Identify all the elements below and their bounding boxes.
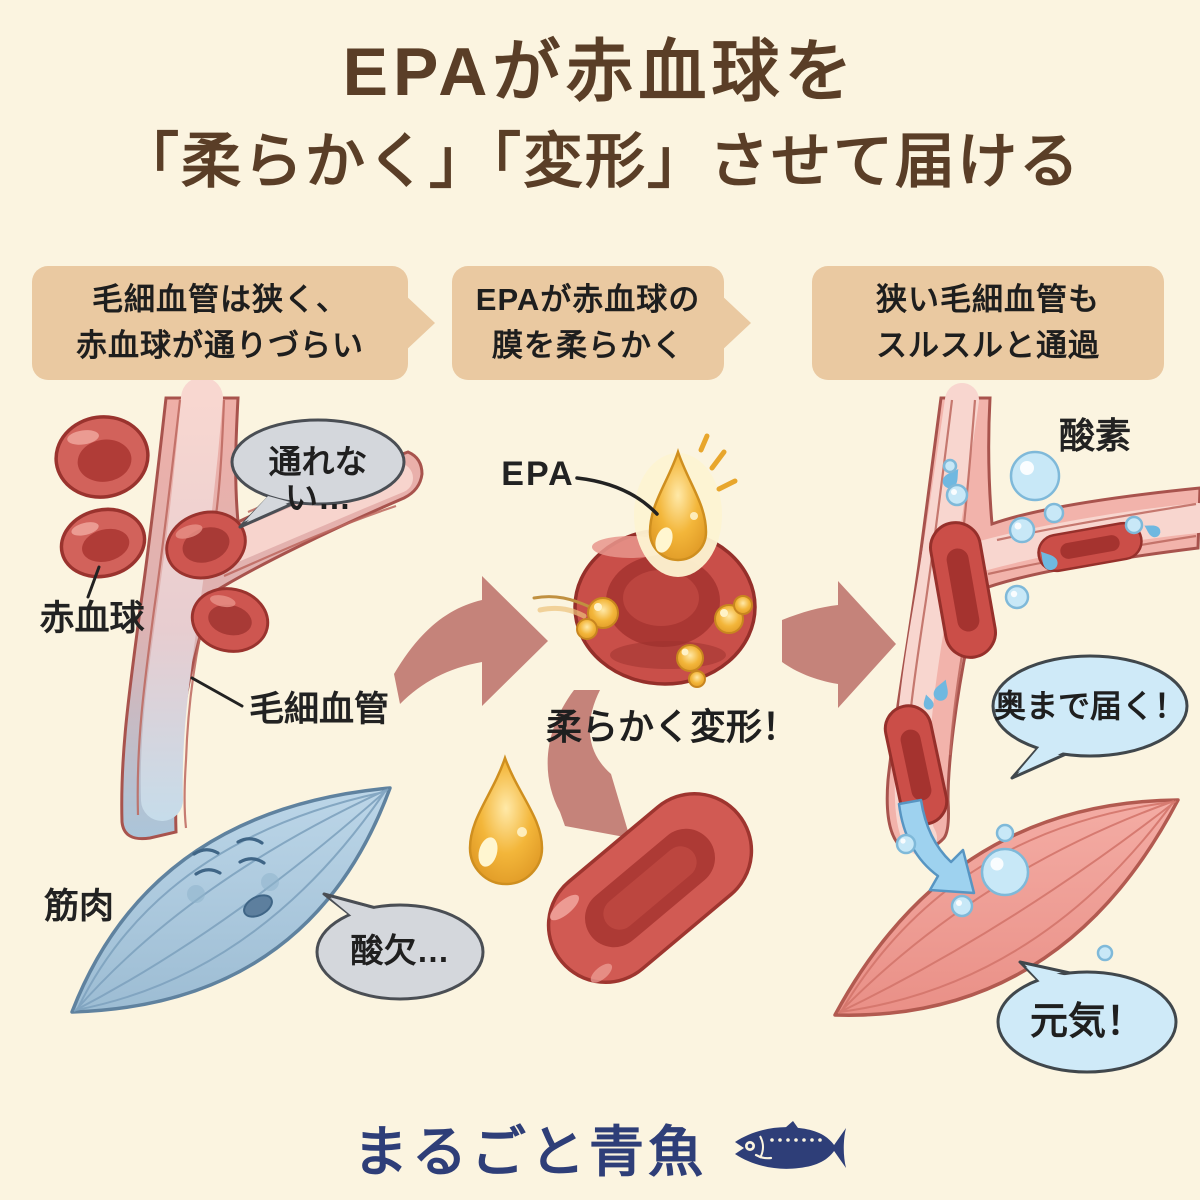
- epa-droplet-2: [468, 754, 544, 886]
- flow-arrow-down: [547, 690, 630, 838]
- sparkle-icon: [698, 433, 738, 492]
- stuck-red-blood-cell-2: [190, 587, 270, 653]
- bubble-text-cannot-pass: 通れない…: [268, 443, 368, 517]
- bubble-text-genki: 元気！: [1029, 1001, 1144, 1043]
- label-muscle: 筋肉: [43, 887, 114, 926]
- red-blood-cell-bottom: [59, 507, 147, 579]
- footer-brand: まるごと青魚: [0, 1104, 1200, 1190]
- bubble-text-reach-deep: 奥まで届く！: [993, 688, 1186, 724]
- gliding-cell-2: [1037, 521, 1143, 573]
- flow-arrow-1: [394, 576, 548, 706]
- speech-bubble-reach-deep: [991, 654, 1189, 780]
- title-line-1: EPAが赤血球を: [342, 34, 858, 110]
- flow-arrow-2: [782, 581, 896, 708]
- step-3-line-2: スルスルと通過: [876, 328, 1100, 363]
- label-oxygen: 酸素: [1058, 415, 1131, 456]
- muscle-hypoxic: [70, 786, 392, 1014]
- speech-bubble-hypoxia: [315, 892, 485, 1001]
- step-2-line-2: 膜を柔らかく: [492, 328, 684, 363]
- step-3-line-1: 狭い毛細血管も: [876, 281, 1100, 317]
- oxygen-bubbles: [895, 450, 1144, 962]
- label-epa: EPA: [501, 455, 575, 493]
- step-banner-2: EPAが赤血球の 膜を柔らかく: [452, 266, 724, 380]
- page-title: EPAが赤血球を 「柔らかく」「変形」させて届ける: [0, 38, 1200, 192]
- fish-icon: [735, 1121, 846, 1169]
- capillary-pointer-line: [190, 676, 244, 708]
- speech-bubble-cannot-pass: [230, 418, 406, 529]
- rbc-pointer-line: [86, 565, 101, 599]
- step-1-line-2: 赤血球が通りづらい: [76, 328, 364, 363]
- gliding-cell-3: [883, 704, 949, 826]
- red-blood-cell-top: [54, 415, 150, 499]
- sad-face: [187, 837, 279, 918]
- epa-droplet: [634, 433, 738, 577]
- muscle-healthy: [833, 798, 1180, 1017]
- label-capillary: 毛細血管: [248, 690, 389, 729]
- epa-pointer-line: [575, 476, 659, 516]
- speech-bubble-genki: [996, 960, 1178, 1074]
- label-red-blood-cell: 赤血球: [39, 599, 145, 638]
- brand-name: まるごと青魚: [352, 1121, 707, 1183]
- deformed-red-blood-cell: [546, 791, 754, 985]
- gliding-cell-1: [929, 521, 997, 659]
- step-1-line-1: 毛細血管は狭く、: [92, 281, 348, 317]
- plasma-splashes: [923, 468, 1161, 710]
- step-banner-3: 狭い毛細血管も スルスルと通過: [812, 266, 1164, 380]
- caption-soft-deform: 柔らかく変形！: [545, 706, 798, 747]
- bubble-text-hypoxia: 酸欠…: [350, 932, 450, 969]
- epa-coated-red-blood-cell: [532, 528, 757, 688]
- stuck-red-blood-cell-1: [165, 510, 247, 580]
- left-capillary-vessel: [120, 377, 424, 841]
- step-banner-1: 毛細血管は狭く、 赤血球が通りづらい: [32, 266, 408, 380]
- title-line-2: 「柔らかく」「変形」させて届ける: [119, 128, 1081, 195]
- step-2-line-1: EPAが赤血球の: [475, 281, 701, 317]
